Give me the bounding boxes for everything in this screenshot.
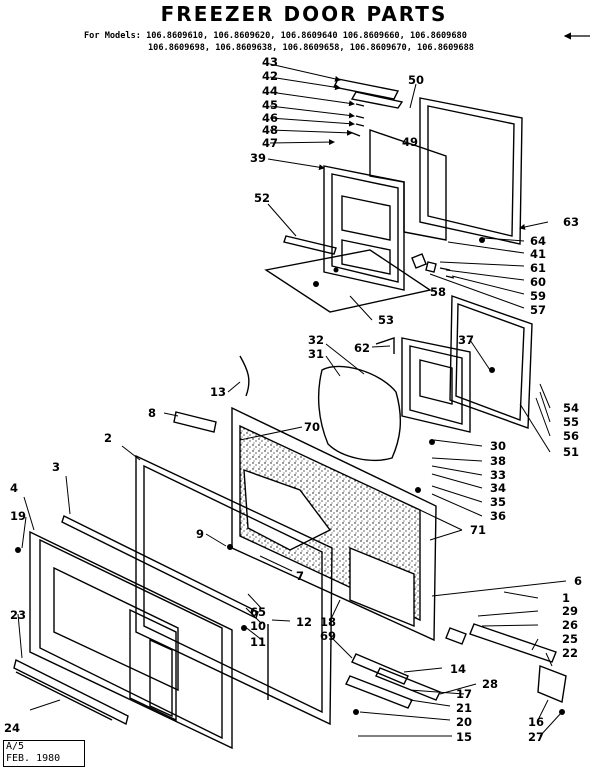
- callout-7: 7: [296, 569, 304, 583]
- callout-32: 32: [308, 333, 324, 347]
- wire-frame: [317, 365, 401, 461]
- callout-52: 52: [254, 191, 270, 205]
- callout-15: 15: [456, 730, 472, 744]
- callout-13: 13: [210, 385, 226, 399]
- callout-9: 9: [196, 527, 204, 541]
- callout-45: 45: [262, 98, 278, 112]
- callout-56: 56: [563, 429, 579, 443]
- callout-4: 4: [10, 481, 18, 495]
- callout-60: 60: [530, 275, 546, 289]
- callout-62: 62: [354, 341, 370, 355]
- callout-42: 42: [262, 69, 278, 83]
- callout-43: 43: [262, 55, 278, 69]
- callout-1: 1: [562, 591, 570, 605]
- callout-14: 14: [450, 662, 466, 676]
- callout-34: 34: [490, 481, 506, 495]
- callout-57: 57: [530, 303, 546, 317]
- callout-41: 41: [530, 247, 546, 261]
- callout-31: 31: [308, 347, 324, 361]
- callout-47: 47: [262, 136, 278, 150]
- callout-50: 50: [408, 73, 424, 87]
- callout-21: 21: [456, 701, 472, 715]
- callout-49: 49: [402, 135, 418, 149]
- callout-27: 27: [528, 730, 544, 744]
- callout-26: 26: [562, 618, 578, 632]
- stamp-code: A/5: [6, 741, 25, 752]
- callout-35: 35: [490, 495, 506, 509]
- upper-door-panel: [419, 97, 523, 245]
- callout-63: 63: [563, 215, 579, 229]
- callout-71: 71: [470, 523, 486, 537]
- callout-64: 64: [530, 234, 546, 248]
- callout-2: 2: [104, 431, 112, 445]
- callout-6: 6: [574, 574, 582, 588]
- callout-38: 38: [490, 454, 506, 468]
- callout-61: 61: [530, 261, 546, 275]
- callout-30: 30: [490, 439, 506, 453]
- callout-37: 37: [458, 333, 474, 347]
- callout-70: 70: [304, 420, 320, 434]
- callout-8: 8: [148, 406, 156, 420]
- model-numbers-line-2: 106.8609698, 106.8609638, 106.8609658, 1…: [148, 43, 474, 53]
- callout-53: 53: [378, 313, 394, 327]
- callout-28: 28: [482, 677, 498, 691]
- callout-16: 16: [528, 715, 544, 729]
- callout-18: 18: [320, 615, 336, 629]
- callout-22: 22: [562, 646, 578, 660]
- callout-19: 19: [10, 509, 26, 523]
- date-stamp: A/5 FEB. 1980: [3, 740, 85, 767]
- callout-29: 29: [562, 604, 578, 618]
- callout-39: 39: [250, 151, 266, 165]
- callout-48: 48: [262, 123, 278, 137]
- callout-25: 25: [562, 632, 578, 646]
- model-numbers-line-1: For Models: 106.8609610, 106.8609620, 10…: [84, 31, 467, 41]
- callout-10: 10: [250, 619, 266, 633]
- callout-36: 36: [490, 509, 506, 523]
- callout-12: 12: [296, 615, 312, 629]
- callout-51: 51: [563, 445, 579, 459]
- callout-44: 44: [262, 84, 278, 98]
- callout-33: 33: [490, 468, 506, 482]
- callout-20: 20: [456, 715, 472, 729]
- callout-46: 46: [262, 111, 278, 125]
- callout-labels: 4342444546484739504963644161605958575253…: [4, 55, 582, 744]
- trim-strip: [332, 78, 400, 100]
- callout-59: 59: [530, 289, 546, 303]
- callout-23: 23: [10, 608, 26, 622]
- outer-door: [29, 530, 233, 750]
- door-gasket: [135, 454, 333, 726]
- callout-3: 3: [52, 460, 60, 474]
- callout-24: 24: [4, 721, 20, 735]
- diagram-title: FREEZER DOOR PARTS: [160, 2, 448, 26]
- callout-65: 65: [250, 605, 266, 619]
- gasket-frame: [449, 295, 533, 429]
- callout-17: 17: [456, 687, 472, 701]
- callout-58: 58: [430, 285, 446, 299]
- callout-55: 55: [563, 415, 579, 429]
- callout-54: 54: [563, 401, 579, 415]
- callout-69: 69: [320, 629, 336, 643]
- stamp-date: FEB. 1980: [6, 753, 61, 764]
- callout-11: 11: [250, 635, 266, 649]
